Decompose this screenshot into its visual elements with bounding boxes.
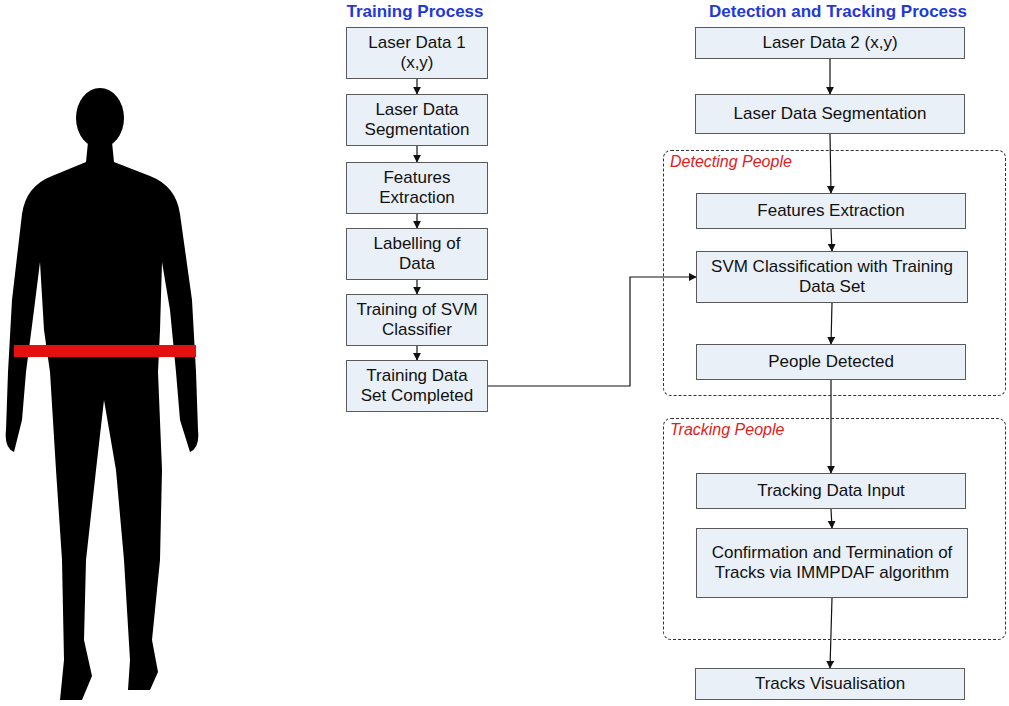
flow-arrow	[416, 280, 417, 294]
process-box: Labelling of Data	[346, 228, 488, 280]
box-text: Laser Data 1 (x,y)	[347, 30, 487, 76]
process-box: Training Data Set Completed	[346, 360, 488, 412]
process-box: SVM Classification with Training Data Se…	[696, 251, 968, 303]
dashed-group-region: Tracking PeopleTracking Data InputConfir…	[663, 418, 1006, 640]
box-text: Features Extraction	[347, 165, 487, 211]
box-text: Confirmation and Termination of Tracks v…	[697, 540, 967, 586]
box-text: Features Extraction	[749, 198, 912, 224]
box-text: Tracking Data Input	[749, 478, 913, 504]
flow-arrow	[831, 229, 832, 251]
box-text: Laser Data Segmentation	[347, 97, 487, 143]
process-box: Laser Data Segmentation	[695, 94, 965, 134]
flow-arrow	[416, 346, 417, 360]
box-text: Laser Data 2 (x,y)	[754, 30, 905, 56]
flow-arrow	[830, 598, 832, 668]
process-box: Laser Data 2 (x,y)	[695, 27, 965, 59]
process-box: Training of SVM Classifier	[346, 294, 488, 346]
process-box: Tracks Visualisation	[695, 668, 965, 700]
process-box: Confirmation and Termination of Tracks v…	[696, 528, 968, 598]
process-box: Tracking Data Input	[696, 473, 966, 509]
box-text: Training of SVM Classifier	[347, 297, 487, 343]
box-text: People Detected	[760, 349, 902, 375]
dashed-group-region: Detecting PeopleFeatures ExtractionSVM C…	[663, 150, 1006, 396]
silhouette-body	[6, 88, 199, 700]
box-text: Laser Data Segmentation	[726, 101, 935, 127]
process-box: Laser Data Segmentation	[346, 94, 488, 146]
flow-arrow	[831, 303, 832, 344]
group-heading: Tracking People	[668, 421, 786, 439]
box-text: Training Data Set Completed	[347, 363, 487, 409]
box-text: SVM Classification with Training Data Se…	[697, 254, 967, 300]
group-heading: Detecting People	[668, 153, 794, 171]
flow-arrow	[830, 134, 831, 193]
flow-arrow	[416, 146, 417, 162]
process-box: Features Extraction	[346, 162, 488, 214]
laser-scan-band	[14, 345, 196, 357]
column-heading: Detection and Tracking Process	[709, 2, 967, 22]
box-text: Labelling of Data	[347, 231, 487, 277]
flow-arrow	[829, 59, 830, 94]
column-heading: Training Process	[347, 2, 484, 22]
process-box: Features Extraction	[696, 193, 966, 229]
flow-arrow	[488, 277, 696, 386]
box-text: Tracks Visualisation	[747, 671, 913, 697]
flow-arrow	[416, 79, 417, 94]
flow-arrow	[830, 380, 831, 473]
flow-arrow	[831, 509, 832, 528]
flow-arrow	[416, 214, 417, 228]
process-box: People Detected	[696, 344, 966, 380]
process-box: Laser Data 1 (x,y)	[346, 27, 488, 79]
